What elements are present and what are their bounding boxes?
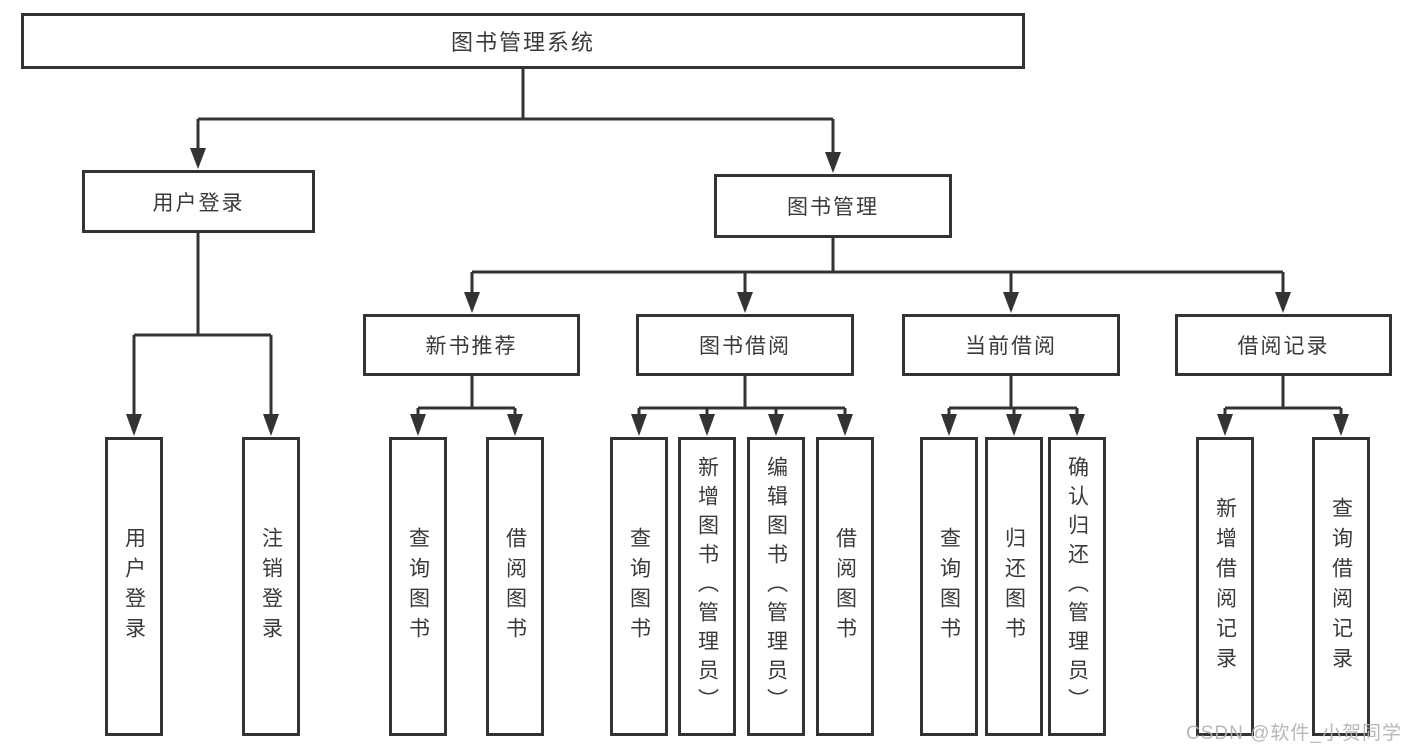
leaf-borrow-query-book: 查询图书: [610, 437, 668, 736]
leaf-label: 借阅图书: [833, 526, 857, 647]
arrowhead-icon: [1333, 414, 1349, 436]
arrowhead-icon: [1275, 292, 1291, 313]
leaf-user-login: 用户登录: [105, 437, 163, 736]
arrowheads: [126, 148, 1349, 436]
node-book-borrow: 图书借阅: [636, 314, 854, 376]
arrowhead-icon: [190, 148, 206, 169]
leaf-recommend-borrow-book: 借阅图书: [486, 437, 544, 736]
arrowhead-icon: [837, 414, 853, 436]
connector-records-to-leaves: [1223, 376, 1343, 416]
leaf-label: 新增借阅记录: [1213, 496, 1237, 677]
node-current-borrow: 当前借阅: [902, 314, 1120, 376]
arrowhead-icon: [768, 414, 784, 436]
leaf-label: 查询图书: [627, 526, 651, 647]
leaf-current-confirm-return-admin: 确认归还（管理员）: [1048, 437, 1106, 736]
connector-bookmgmt-to-level3: [470, 238, 1285, 294]
connector-strokes: [132, 69, 1343, 416]
leaf-label: 归还图书: [1002, 526, 1026, 647]
leaf-recommend-query-book: 查询图书: [389, 437, 447, 736]
arrowhead-icon: [941, 414, 957, 436]
leaf-borrow-add-book-admin: 新增图书（管理员）: [678, 437, 736, 736]
arrowhead-icon: [464, 292, 480, 313]
arrowhead-icon: [825, 152, 841, 173]
leaf-label: 编辑图书（管理员）: [764, 456, 788, 717]
node-borrow-records: 借阅记录: [1175, 314, 1392, 376]
leaf-logout: 注销登录: [242, 437, 300, 736]
arrowhead-icon: [126, 414, 142, 436]
leaf-label: 注销登录: [259, 526, 283, 647]
leaf-borrow-borrow-book: 借阅图书: [816, 437, 874, 736]
arrowhead-icon: [410, 414, 426, 436]
leaf-label: 查询图书: [406, 526, 430, 647]
arrowhead-icon: [737, 292, 753, 313]
arrowhead-icon: [263, 414, 279, 436]
connector-recommend-to-leaves: [416, 376, 517, 416]
leaf-label: 借阅图书: [503, 526, 527, 647]
arrowhead-icon: [1006, 414, 1022, 436]
connector-current-to-leaves: [947, 376, 1079, 416]
arrowhead-icon: [631, 414, 647, 436]
leaf-current-query-book: 查询图书: [920, 437, 978, 736]
leaf-label: 新增图书（管理员）: [695, 456, 719, 717]
connector-userlogin-to-leaves: [132, 233, 273, 416]
node-user-login: 用户登录: [82, 170, 315, 233]
arrowhead-icon: [1003, 292, 1019, 313]
leaf-records-query-record: 查询借阅记录: [1312, 437, 1370, 736]
arrowhead-icon: [1069, 414, 1085, 436]
arrowhead-icon: [1217, 414, 1233, 436]
connector-borrow-to-leaves: [637, 376, 847, 416]
leaf-label: 用户登录: [122, 526, 146, 647]
leaf-borrow-edit-book-admin: 编辑图书（管理员）: [747, 437, 805, 736]
leaf-label: 查询借阅记录: [1329, 496, 1353, 677]
leaf-label: 查询图书: [937, 526, 961, 647]
node-book-management: 图书管理: [714, 174, 952, 238]
leaf-records-add-record: 新增借阅记录: [1196, 437, 1254, 736]
arrowhead-icon: [507, 414, 523, 436]
csdn-watermark: CSDN @软件_小贺同学: [1186, 723, 1402, 744]
leaf-label: 确认归还（管理员）: [1065, 456, 1089, 717]
node-new-book-recommend: 新书推荐: [363, 314, 580, 376]
node-root-library-system: 图书管理系统: [21, 13, 1025, 69]
arrowhead-icon: [699, 414, 715, 436]
leaf-current-return-book: 归还图书: [985, 437, 1043, 736]
connector-root-to-level2: [196, 69, 835, 154]
